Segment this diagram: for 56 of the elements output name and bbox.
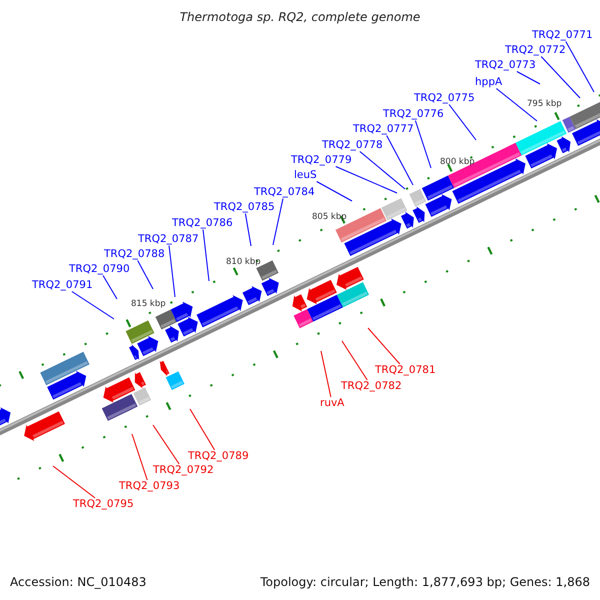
gene-label: TRQ2_0773 (475, 60, 536, 70)
leader-line (414, 120, 432, 168)
leader-line (359, 151, 406, 190)
gene-label: TRQ2_0793 (119, 481, 180, 492)
gene-label: TRQ2_0777 (353, 124, 414, 134)
gene-label: TRQ2_0785 (214, 202, 275, 212)
leader-line (132, 434, 148, 480)
gene-label: TRQ2_0792 (153, 465, 214, 476)
tick-label: 795 kbp (527, 100, 562, 108)
leader-line (52, 466, 96, 498)
gene-label: TRQ2_0786 (172, 218, 233, 228)
leader-line (368, 328, 400, 364)
gene-label: TRQ2_0788 (104, 249, 165, 260)
gene-label: TRQ2_0787 (138, 234, 199, 244)
leader-line (244, 213, 252, 246)
leader-line (168, 245, 176, 298)
leader-line (342, 340, 368, 380)
gene-label: TRQ2_0776 (383, 109, 444, 120)
gene-label: TRQ2_0789 (188, 451, 249, 462)
gene-label: TRQ2_0771 (532, 30, 593, 40)
leader-line (102, 275, 118, 300)
gene-label: TRQ2_0779 (291, 155, 352, 166)
gene-label: TRQ2_0791 (32, 280, 93, 290)
genome-summary-text: Topology: circular; Length: 1,877,693 bp; Genes: 1,868 (260, 576, 590, 588)
leader-line (540, 56, 580, 98)
gene-label: hppA (475, 77, 502, 88)
gene-label: TRQ2_0781 (375, 365, 436, 376)
leader-line (448, 104, 476, 140)
gene-label: ruvA (320, 398, 344, 408)
title: Thermotoga sp. RQ2, complete genome (178, 11, 422, 23)
gene-label: TRQ2_0795 (73, 499, 134, 510)
tick-label: 800 kbp (440, 158, 475, 166)
gene-label: TRQ2_0778 (322, 140, 383, 150)
leader-line (272, 198, 284, 246)
gene-label: TRQ2_0775 (414, 93, 475, 104)
leader-line (316, 181, 352, 202)
leader-line (320, 350, 332, 398)
leader-line (152, 424, 180, 464)
tick-label: 810 kbp (226, 258, 261, 266)
accession-text: Accession: NC_010483 (10, 576, 146, 588)
leader-line (516, 71, 540, 84)
leader-line (190, 408, 216, 450)
gene-label: TRQ2_0790 (69, 264, 130, 274)
leader-line (565, 41, 594, 92)
tick-label: 815 kbp (131, 300, 166, 308)
leader-line (386, 135, 414, 186)
leader-line (71, 291, 114, 320)
leader-line (496, 88, 538, 122)
gene-label: leuS (294, 170, 317, 180)
leader-line (335, 166, 398, 194)
gene-label: TRQ2_0784 (254, 187, 315, 198)
leader-line (137, 260, 154, 290)
leader-line (202, 229, 210, 282)
gene-label: TRQ2_0772 (505, 45, 566, 56)
gene-label: TRQ2_0782 (341, 381, 402, 392)
tick-label: 805 kbp (312, 213, 347, 222)
